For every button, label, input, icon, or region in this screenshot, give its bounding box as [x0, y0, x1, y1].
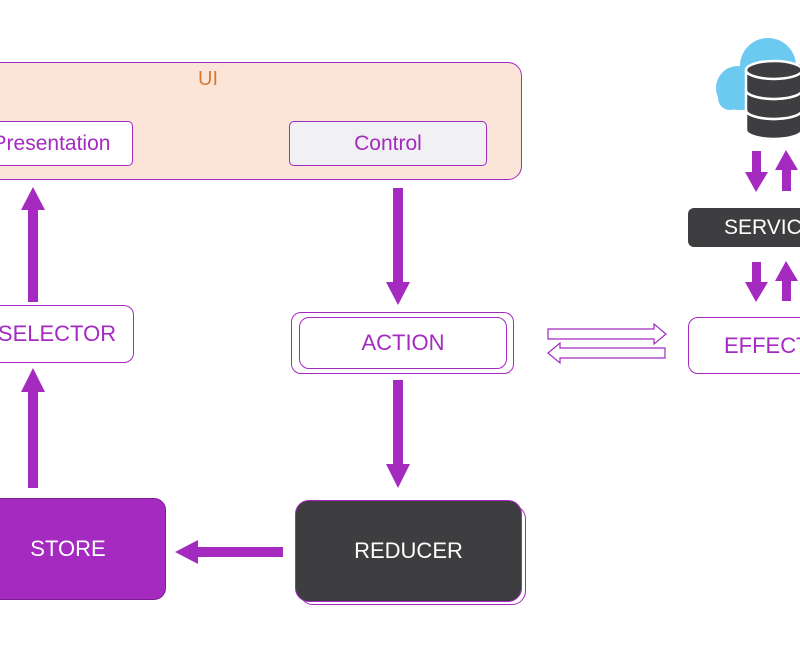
effects-box: EFFECTS — [688, 317, 800, 374]
action-box-outline — [291, 312, 514, 374]
arrow-effects-to-service — [775, 261, 798, 301]
arrow-effects-to-action — [547, 341, 666, 365]
arrow-selector-to-presentation — [21, 187, 45, 302]
arrow-cloud-to-service — [745, 151, 768, 192]
arrow-control-to-action — [386, 188, 410, 305]
control-box: Control — [289, 121, 487, 166]
arrow-service-to-effects — [745, 262, 768, 302]
cloud-database-icon — [716, 38, 800, 141]
store-box: STORE — [0, 498, 166, 600]
presentation-box: Presentation — [0, 121, 133, 166]
arrow-action-to-effects — [547, 322, 667, 346]
arrow-store-to-selector — [21, 368, 45, 488]
arrow-service-to-cloud — [775, 150, 798, 191]
selector-box: SELECTOR — [0, 305, 134, 363]
action-box: ACTION — [299, 317, 507, 369]
arrow-reducer-to-store — [175, 540, 283, 564]
reducer-box: REDUCER — [295, 500, 522, 602]
ui-panel-title: UI — [198, 68, 218, 90]
database-icon — [744, 59, 800, 141]
arrow-action-to-reducer — [386, 380, 410, 488]
